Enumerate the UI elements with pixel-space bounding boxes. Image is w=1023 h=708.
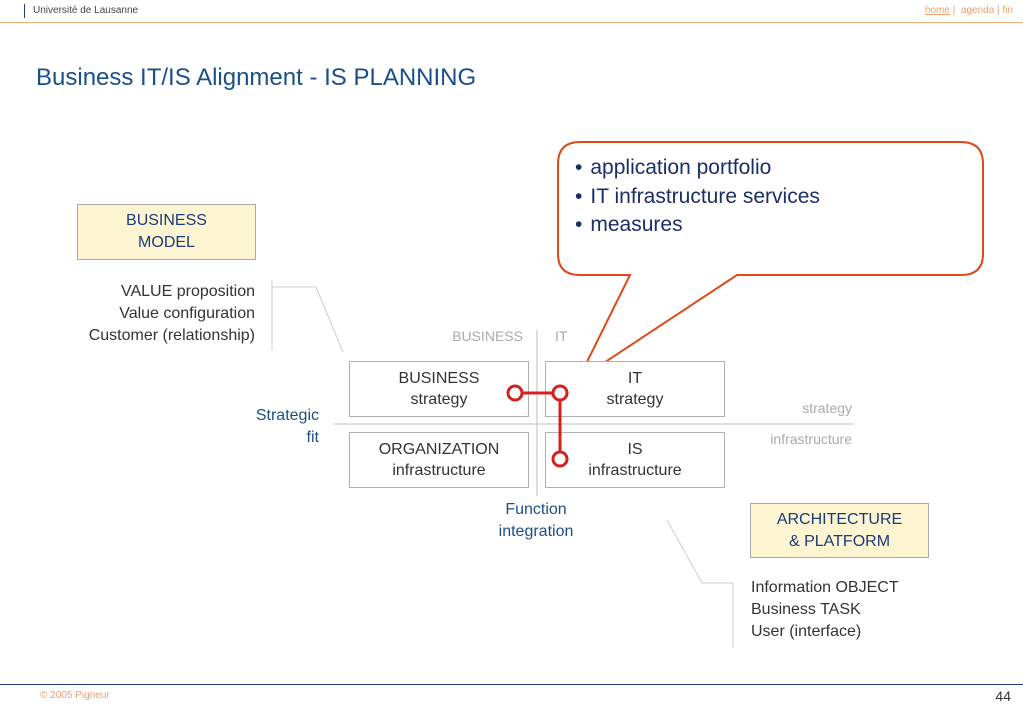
it-domain-label: IT <box>555 328 568 344</box>
top-navigation: home | agenda | fin <box>925 5 1013 16</box>
copyright-text: © 2005 Pigneur <box>40 690 110 701</box>
infrastructure-level-label: infrastructure <box>770 431 852 447</box>
callout-item: •IT infrastructure services <box>575 184 820 208</box>
strategy-level-label: strategy <box>802 400 852 416</box>
it-strategy-box: IT strategy <box>545 361 725 417</box>
callout-list: •application portfolio •IT infrastructur… <box>575 154 820 240</box>
callout-item: •measures <box>575 213 683 236</box>
business-domain-label: BUSINESS <box>452 328 523 344</box>
header-divider <box>24 4 25 18</box>
page-number: 44 <box>995 688 1011 704</box>
function-integration-label: Function integration <box>498 501 574 540</box>
list-item: Customer (relationship) <box>88 327 255 344</box>
callout-item: •application portfolio <box>575 156 772 179</box>
agenda-link[interactable]: agenda <box>960 5 995 16</box>
slide-title: Business IT/IS Alignment - IS PLANNING <box>36 64 477 91</box>
footer-rule <box>0 684 1023 685</box>
business-model-list: VALUE proposition Value configuration Cu… <box>40 281 255 347</box>
leader-line <box>272 286 344 353</box>
business-strategy-box: BUSINESS strategy <box>349 361 529 417</box>
header-rule <box>0 22 1023 23</box>
is-infrastructure-box: IS infrastructure <box>545 432 725 488</box>
list-item: Information OBJECT <box>751 579 899 596</box>
fin-link[interactable]: fin <box>1002 5 1013 16</box>
architecture-list: Information OBJECT Business TASK User (i… <box>751 577 899 643</box>
institution-name: Université de Lausanne <box>33 5 139 16</box>
list-item: Business TASK <box>751 601 861 618</box>
list-item: VALUE proposition <box>121 283 255 300</box>
nav-separator: | <box>997 5 1000 16</box>
strategic-fit-label: Strategic fit <box>255 407 319 446</box>
architecture-platform-box: ARCHITECTURE & PLATFORM <box>750 503 929 558</box>
organization-infrastructure-box: ORGANIZATION infrastructure <box>349 432 529 488</box>
home-link[interactable]: home <box>924 5 950 16</box>
business-model-box: BUSINESS MODEL <box>77 204 256 260</box>
leader-line <box>666 519 733 584</box>
callout-bubble <box>557 141 984 383</box>
list-item: User (interface) <box>751 623 862 640</box>
list-item: Value configuration <box>119 305 255 322</box>
nav-separator: | <box>952 5 956 16</box>
